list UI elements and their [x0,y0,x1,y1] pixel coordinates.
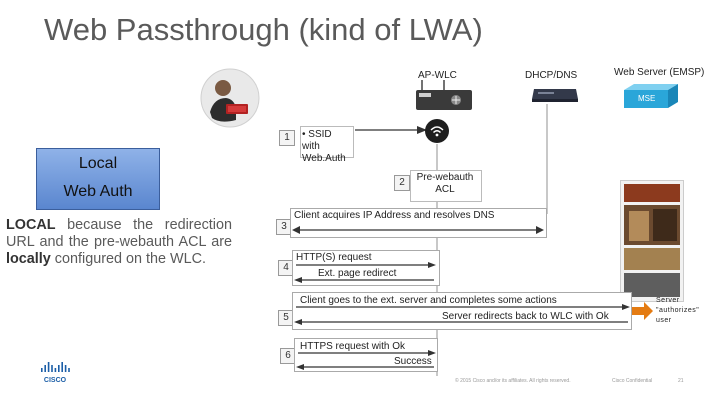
step-2-number: 2 [394,175,410,191]
wlc-icon [412,78,476,112]
step-5-text-line-2: Server redirects back to WLC with Ok [442,311,609,322]
explanation-text: LOCAL because the redirection URL and th… [6,217,232,268]
step-1-text: • SSID with Web.Auth [302,129,346,164]
step-5-text-line-1: Client goes to the ext. server and compl… [300,295,557,306]
step-4-arrows [294,262,436,284]
step-3-text: Client acquires IP Address and resolves … [294,210,495,221]
explanation-emphasis-locally: locally [6,251,51,267]
server-authorizes-arrow [628,300,654,322]
cisco-logo: CISCO [40,362,70,384]
step-6-box [294,338,438,372]
step-5-arrows [294,304,630,326]
step-2-text: Pre-webauth ACL [416,172,474,195]
dhcp-lifeline [546,104,548,214]
step-6-text-line-1: HTTPS request with Ok [300,341,406,352]
dhcp-server-icon [530,85,580,103]
explanation-part-2: configured on the WLC. [50,251,206,267]
step-4-text-line-2: Ext. page redirect [318,268,397,279]
association-line [355,108,435,138]
step-3-arrow [292,222,544,234]
local-web-auth-box: Local Web Auth [36,148,160,210]
mse-label: MSE [638,94,656,103]
wireless-ap-icon [424,118,450,144]
web-auth-label: Web Auth [63,183,133,200]
step-5-box [292,292,632,330]
step-4-text-line-1: HTTP(S) request [296,252,372,263]
phone-portal-screenshot [620,180,684,302]
ap-wlc-label: AP-WLC [418,70,457,81]
step-1-label-box [300,126,354,158]
dhcp-dns-label: DHCP/DNS [525,70,578,81]
svg-text:CISCO: CISCO [44,377,67,384]
step-6-arrows [296,350,436,370]
local-label: Local [78,155,118,172]
step-2-label-box [410,170,482,202]
web-server-label: Web Server (EMSP) [614,67,705,78]
step-1-number: 1 [279,130,295,146]
step-3-box [290,208,547,238]
step-6-text-line-2: Success [394,356,432,367]
footer-confidential: Cisco Confidential [612,378,653,384]
explanation-emphasis-local: LOCAL [6,217,56,233]
footer-page-number: 21 [678,378,684,384]
explanation-part-1: because the redirection URL and the pre-… [6,217,232,250]
user-avatar [200,68,260,128]
server-authorizes-note: Server "authorizes" user [656,297,700,324]
page-title: Web Passthrough (kind of LWA) [44,12,483,47]
mse-cube-icon [620,82,682,110]
footer-copyright: © 2015 Cisco and/or its affiliates. All … [455,378,571,384]
